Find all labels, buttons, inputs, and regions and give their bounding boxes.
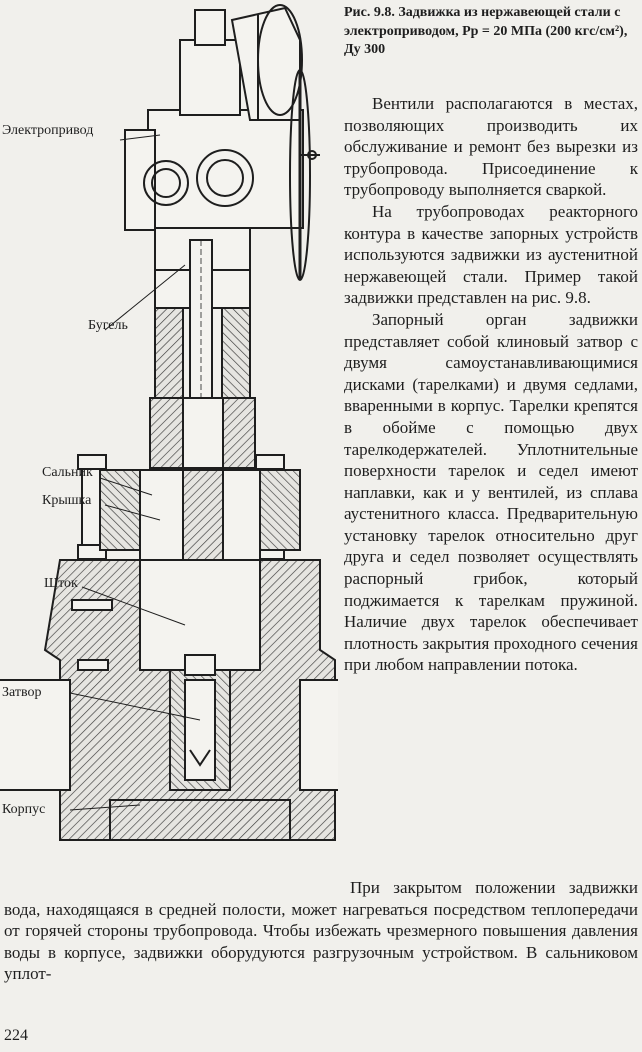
paragraph-1: Вентили располагаются в местах, позволяю… — [344, 94, 638, 200]
label-gland: Сальник — [42, 465, 93, 480]
valve-figure: Электропривод Бугель Сальник Крышка Шток… — [0, 0, 338, 870]
paragraph-4: При закрытом положении задвижки вода, на… — [4, 878, 638, 984]
label-gate: Затвор — [2, 685, 42, 700]
label-yoke: Бугель — [88, 318, 128, 333]
figure-caption: Рис. 9.8. Задвижка из нержавеющей стали … — [344, 5, 628, 57]
column-text: Вентили располагаются в местах, позволяю… — [344, 93, 638, 676]
paragraph-2: На трубопроводах реакторного контура в к… — [344, 201, 638, 308]
paragraph-3: Запорный орган задвижки представляет соб… — [344, 309, 638, 675]
valve-drawing — [0, 4, 338, 841]
full-width-text: При закрытом положении задвижки вода, на… — [4, 877, 638, 985]
label-drive: Электропривод — [2, 123, 94, 138]
label-body: Корпус — [2, 802, 46, 817]
label-stem: Шток — [44, 576, 78, 591]
label-cover: Крышка — [42, 493, 92, 508]
page-number: 224 — [4, 1027, 28, 1044]
